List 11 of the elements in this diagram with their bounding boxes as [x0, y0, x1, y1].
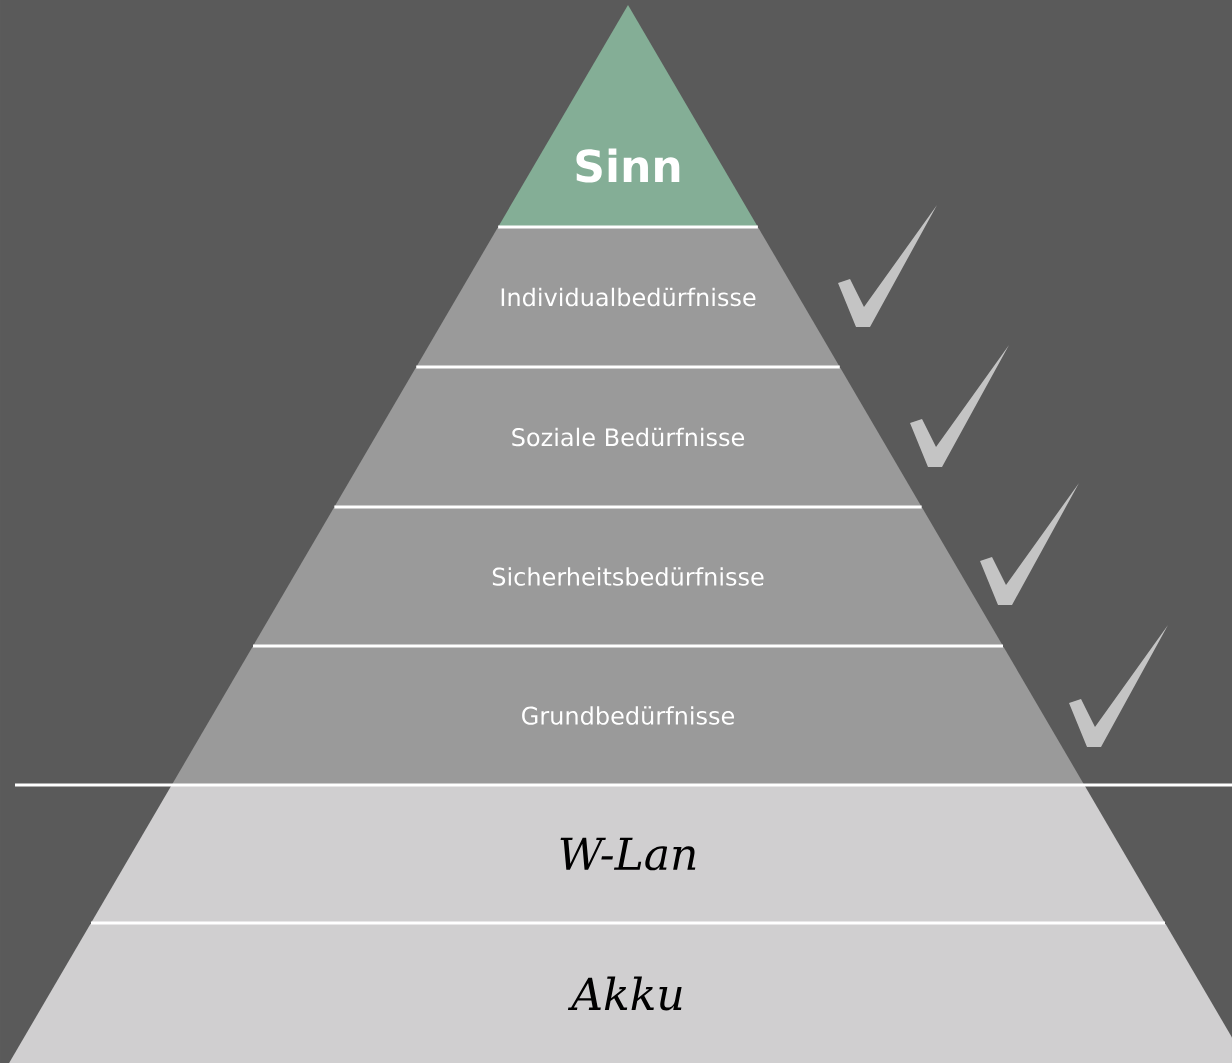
check-mark: [1069, 625, 1168, 747]
check-mark: [980, 483, 1079, 605]
pyramid-level: W-Lan: [91, 786, 1165, 922]
pyramid-level: Sinn: [498, 5, 758, 226]
check-mark: [838, 205, 937, 327]
node-label: W-Lan: [560, 837, 696, 871]
pyramid-level: Akku: [9, 924, 1232, 1063]
pyramid-level: Soziale Bedürfnisse: [334, 368, 922, 506]
pyramid-level: Sicherheitsbedürfnisse: [253, 508, 1003, 645]
pyramid-level: Individualbedürfnisse: [416, 228, 840, 366]
check-mark: [910, 345, 1009, 467]
